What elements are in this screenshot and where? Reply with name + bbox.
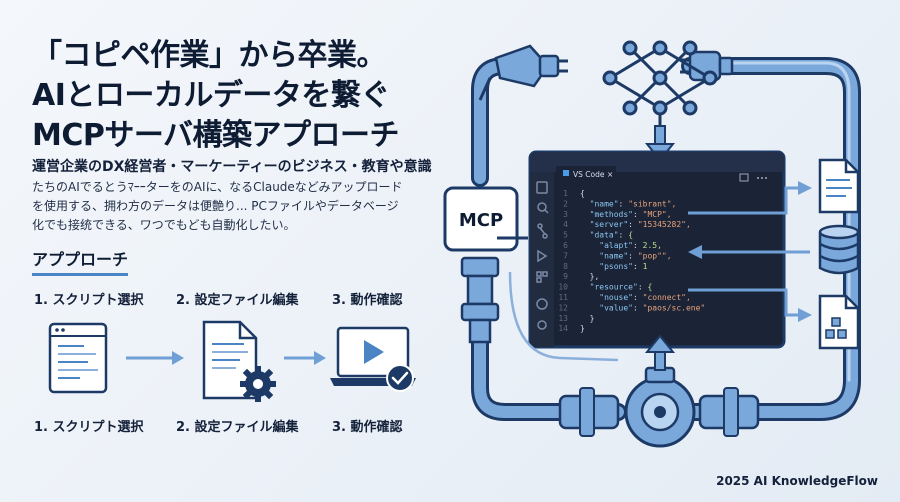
code-line[interactable]: "nouse": "connect", <box>580 293 691 302</box>
script-editor-icon <box>48 322 108 394</box>
pipe-fitting-left <box>460 256 500 344</box>
description-line-1: たちのAIでるとうﾏｰｰターをのAIに、なるClaudeなどみアップロード <box>32 180 403 194</box>
code-line-number: 6 <box>563 241 568 250</box>
arrow-valve-to-editor <box>644 334 676 371</box>
editor-tab-close-icon[interactable]: × <box>607 170 613 179</box>
code-line[interactable]: "data": { <box>580 231 633 240</box>
code-line-number: 14 <box>558 324 568 333</box>
code-line[interactable]: "name": "sibrant", <box>580 199 677 208</box>
page-title: 「コピペ作業」から卒業。 AIとローカルデータを繋ぐ MCPサーバ構築アプローチ <box>32 36 472 156</box>
laptop-play-icon <box>330 326 416 386</box>
code-line-number: 13 <box>558 314 568 323</box>
arrow-head-sheet <box>798 308 812 322</box>
description-line-3: 化でも接统できる、ワつでもども自動化したい。 <box>32 218 296 232</box>
code-line-number: 7 <box>563 251 568 260</box>
config-file-icon <box>202 320 258 400</box>
mcp-to-valve-pipe <box>508 271 619 362</box>
code-line[interactable]: "resource": { <box>580 283 653 292</box>
check-circle-icon <box>386 364 414 392</box>
arrow-database-to-editor <box>688 245 810 259</box>
code-line-number: 5 <box>563 231 568 240</box>
code-line[interactable]: "name": "pop"", <box>580 251 672 260</box>
step-1-label-bottom: 1. スクリプト選択 <box>34 420 144 435</box>
description-line-2: を使用する、拥わ方のデータは便艶り... PCファイルやデータベージ <box>32 199 399 213</box>
subtitle: 運営企業のDX経営者・マーケーティーのビジネス・教育や意識 <box>32 159 432 175</box>
arrow-head-document <box>798 181 812 195</box>
step-3-label-bottom: 3. 動作確認 <box>332 420 403 435</box>
step-3-label-top: 3. 動作確認 <box>332 293 403 308</box>
sheet-icon <box>818 294 860 350</box>
mcp-box: MCP <box>443 186 519 252</box>
code-line-number: 3 <box>563 210 568 219</box>
code-line-number: 4 <box>563 220 568 229</box>
approach-heading: アププローチ <box>32 246 129 276</box>
code-line-number: 8 <box>563 262 568 271</box>
valve-assembly <box>558 366 760 448</box>
network-node-icon <box>602 40 718 126</box>
title-line-1: 「コピペ作業」から卒業。 <box>32 38 387 73</box>
code-line[interactable]: "psons": 1 <box>580 262 648 271</box>
code-line-number: 12 <box>558 303 568 312</box>
arrow-step-2-to-3 <box>284 351 326 365</box>
footer-credit: 2025 AI KnowledgeFlow <box>716 474 878 488</box>
step-2-label-bottom: 2. 設定ファイル編集 <box>176 420 299 435</box>
code-line-number: 9 <box>563 272 568 281</box>
arrow-editor-to-document <box>688 186 800 215</box>
code-line[interactable]: { <box>580 189 585 198</box>
editor-tab-label[interactable]: VS Code <box>573 170 605 179</box>
code-line[interactable]: "methods": "MCP", <box>580 210 672 219</box>
code-line-number: 11 <box>558 293 568 302</box>
code-line-number: 1 <box>563 189 568 198</box>
arrow-step-1-to-2 <box>126 351 184 365</box>
code-line[interactable]: "value": "paos/sc.ene" <box>580 303 705 312</box>
gear-icon <box>240 366 276 402</box>
code-line[interactable]: } <box>580 314 594 323</box>
code-line-number: 2 <box>563 199 568 208</box>
code-line[interactable]: "server": "15345282", <box>580 220 691 229</box>
arrow-editor-to-sheet <box>688 288 800 317</box>
database-icon <box>818 224 860 275</box>
step-1-label-top: 1. スクリプト選択 <box>34 293 144 308</box>
step-2-label-top: 2. 設定ファイル編集 <box>176 293 299 308</box>
plug-connector-left <box>478 44 568 101</box>
mcp-label: MCP <box>459 210 503 231</box>
code-line[interactable]: } <box>580 324 585 333</box>
title-line-3: MCPサーバ構築アプローチ <box>32 118 400 153</box>
code-line-number: 10 <box>558 283 568 292</box>
description: たちのAIでるとうﾏｰｰターをのAIに、なるClaudeなどみアップロード を使… <box>32 178 452 235</box>
code-line[interactable]: "alapt": 2.5, <box>580 241 662 250</box>
document-icon <box>818 158 860 214</box>
title-line-2: AIとローカルデータを繋ぐ <box>32 78 390 113</box>
code-line[interactable]: }, <box>580 272 599 281</box>
